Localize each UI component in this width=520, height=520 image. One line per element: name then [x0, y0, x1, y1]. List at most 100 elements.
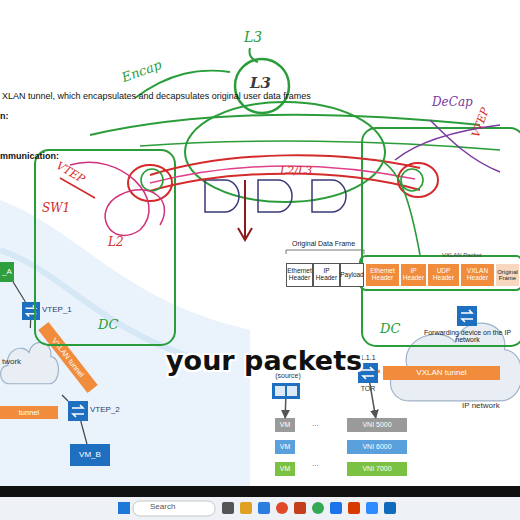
tunnel-band: tunnel — [0, 406, 58, 419]
node-text: (source) — [268, 372, 308, 379]
node-text: VM — [280, 421, 291, 428]
search-box — [133, 501, 215, 516]
ink-line — [430, 120, 500, 172]
table-cell: VXLAN Header — [460, 263, 495, 287]
taskbar-icon — [240, 502, 252, 514]
cloud-outline — [390, 323, 520, 401]
connector — [81, 421, 87, 444]
handwritten-note: DC — [380, 322, 400, 336]
vtep-mark — [401, 169, 423, 191]
node-text: VXLAN tunnel — [416, 369, 466, 377]
taskbar-icon — [330, 502, 342, 514]
l3-cloud-outline — [185, 102, 385, 202]
ellipsis: ... — [312, 420, 319, 428]
vni-box: VNI 7000 — [347, 462, 407, 476]
node-text: Forwarding device on the IP network — [415, 329, 520, 344]
connector — [13, 282, 25, 302]
vni-box: VNI 5000 — [347, 418, 407, 432]
taskbar-icon — [366, 502, 378, 514]
taskbar-icon — [276, 502, 288, 514]
taskbar-search: Search — [150, 503, 175, 511]
video-border — [0, 486, 520, 497]
switch-icon-box — [457, 306, 477, 326]
node-text: VNI 5000 — [362, 421, 391, 428]
switch-arrows — [72, 405, 84, 417]
handwritten-note: VTEP — [470, 106, 491, 139]
server-box: (source) — [272, 383, 300, 399]
ellipsis: ... — [312, 460, 319, 468]
taskbar-icon — [222, 502, 234, 514]
slide-heading: n: — [0, 112, 9, 121]
down-arrow — [238, 180, 252, 240]
vtep-circle — [128, 165, 172, 201]
vtep-mark — [141, 169, 163, 191]
l3-pointer — [249, 48, 258, 62]
tor-switch: TOR — [358, 363, 378, 383]
taskbar-icon — [384, 502, 396, 514]
switch-arrows — [362, 367, 374, 379]
ip-address: 1.1.1 — [360, 354, 376, 361]
handwritten-note: SW1 — [42, 202, 70, 215]
dc-outline — [362, 128, 520, 346]
vm-box: VM — [275, 418, 295, 432]
handwritten-note: L3 — [244, 30, 262, 45]
ip-network-cloud: IP networkForwarding device on the IP ne… — [380, 296, 520, 424]
vm-box: _A — [0, 262, 14, 282]
table-cell: Ethernet Header — [365, 263, 400, 287]
dc-outline — [35, 150, 175, 345]
vm-box: VM — [275, 462, 295, 476]
node-text: _A — [2, 268, 12, 276]
connector — [30, 320, 32, 328]
router-shape — [205, 180, 239, 212]
slide-heading: mmunication: — [0, 152, 59, 161]
tunnel-line — [150, 166, 415, 183]
table-cell: UDP Header — [427, 263, 460, 287]
tunnel-line — [150, 155, 420, 175]
server-slot — [275, 386, 285, 396]
taskbar-icon — [312, 502, 324, 514]
vtep-switch: VTEP_2 — [68, 401, 88, 421]
slide-decoration — [0, 200, 250, 486]
forwarding-device: Forwarding device on the IP network — [415, 306, 520, 360]
switch-icon — [22, 302, 40, 320]
table-cell: Ethernet Header — [286, 263, 313, 287]
server-icon — [272, 383, 300, 399]
frame-caption: Original Data Frame — [292, 240, 355, 247]
switch-arrows — [26, 306, 37, 317]
slide-area — [0, 0, 520, 486]
handwritten-note: Encap — [120, 58, 163, 85]
node-text: TOR — [352, 385, 384, 392]
taskbar-icon — [294, 502, 306, 514]
node-text: VM — [280, 465, 291, 472]
node-text: VTEP_1 — [42, 306, 82, 314]
table-cell: IP Header — [400, 263, 427, 287]
frame-bracket — [286, 250, 364, 254]
vm-box: VM — [275, 440, 295, 454]
table-cell: Original Frame — [495, 263, 520, 287]
vm-box: VM_B — [70, 444, 110, 466]
node-text: VNI 7000 — [362, 465, 391, 472]
switch-arrows — [461, 310, 473, 322]
cloud-outline — [1, 342, 59, 383]
vni-box: VNI 6000 — [347, 440, 407, 454]
handwritten-note: L2 — [108, 236, 124, 249]
ink-swirl — [70, 162, 164, 235]
tunnel-line — [150, 174, 420, 191]
packet-caption: VXLAN Packet — [442, 252, 482, 258]
connector — [378, 370, 380, 373]
handwritten-note: L3 — [250, 76, 271, 92]
vtep-circle — [398, 163, 438, 197]
subtitle: your packets — [166, 347, 362, 375]
connector — [284, 399, 286, 418]
start-button — [118, 502, 130, 514]
server-slot — [287, 386, 297, 396]
connector — [62, 395, 68, 401]
tunnel-band: VXLAN tunnel — [383, 366, 500, 380]
packet-highlight — [360, 256, 520, 290]
